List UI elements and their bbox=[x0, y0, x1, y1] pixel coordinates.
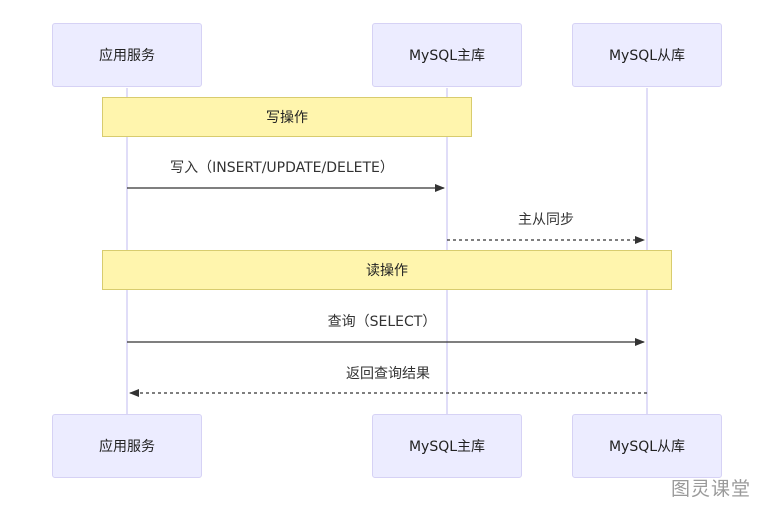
actor-master-bottom-label: MySQL主库 bbox=[408, 439, 486, 455]
actor-app-top-label: 应用服务 bbox=[99, 48, 155, 64]
actor-app-bottom: 应用服务 bbox=[52, 414, 202, 478]
message-result-label: 返回查询结果 bbox=[346, 366, 430, 382]
note-write-label: 写操作 bbox=[266, 110, 308, 126]
actor-master-bottom: MySQL主库 bbox=[372, 414, 522, 478]
message-write-label: 写入（INSERT/UPDATE/DELETE） bbox=[170, 160, 394, 176]
actor-app-bottom-label: 应用服务 bbox=[99, 439, 155, 455]
actor-slave-top-label: MySQL从库 bbox=[608, 48, 686, 64]
actor-slave-bottom-label: MySQL从库 bbox=[608, 439, 686, 455]
actor-app-top: 应用服务 bbox=[52, 23, 202, 87]
actor-master-top-label: MySQL主库 bbox=[408, 48, 486, 64]
actor-master-top: MySQL主库 bbox=[372, 23, 522, 87]
note-write: 写操作 bbox=[102, 97, 472, 137]
watermark: 图灵课堂 bbox=[670, 478, 751, 500]
message-sync-label: 主从同步 bbox=[518, 212, 574, 228]
note-read: 读操作 bbox=[102, 250, 672, 290]
actor-slave-bottom: MySQL从库 bbox=[572, 414, 722, 478]
message-query-label: 查询（SELECT） bbox=[327, 314, 437, 330]
note-read-label: 读操作 bbox=[366, 263, 408, 279]
actor-slave-top: MySQL从库 bbox=[572, 23, 722, 87]
